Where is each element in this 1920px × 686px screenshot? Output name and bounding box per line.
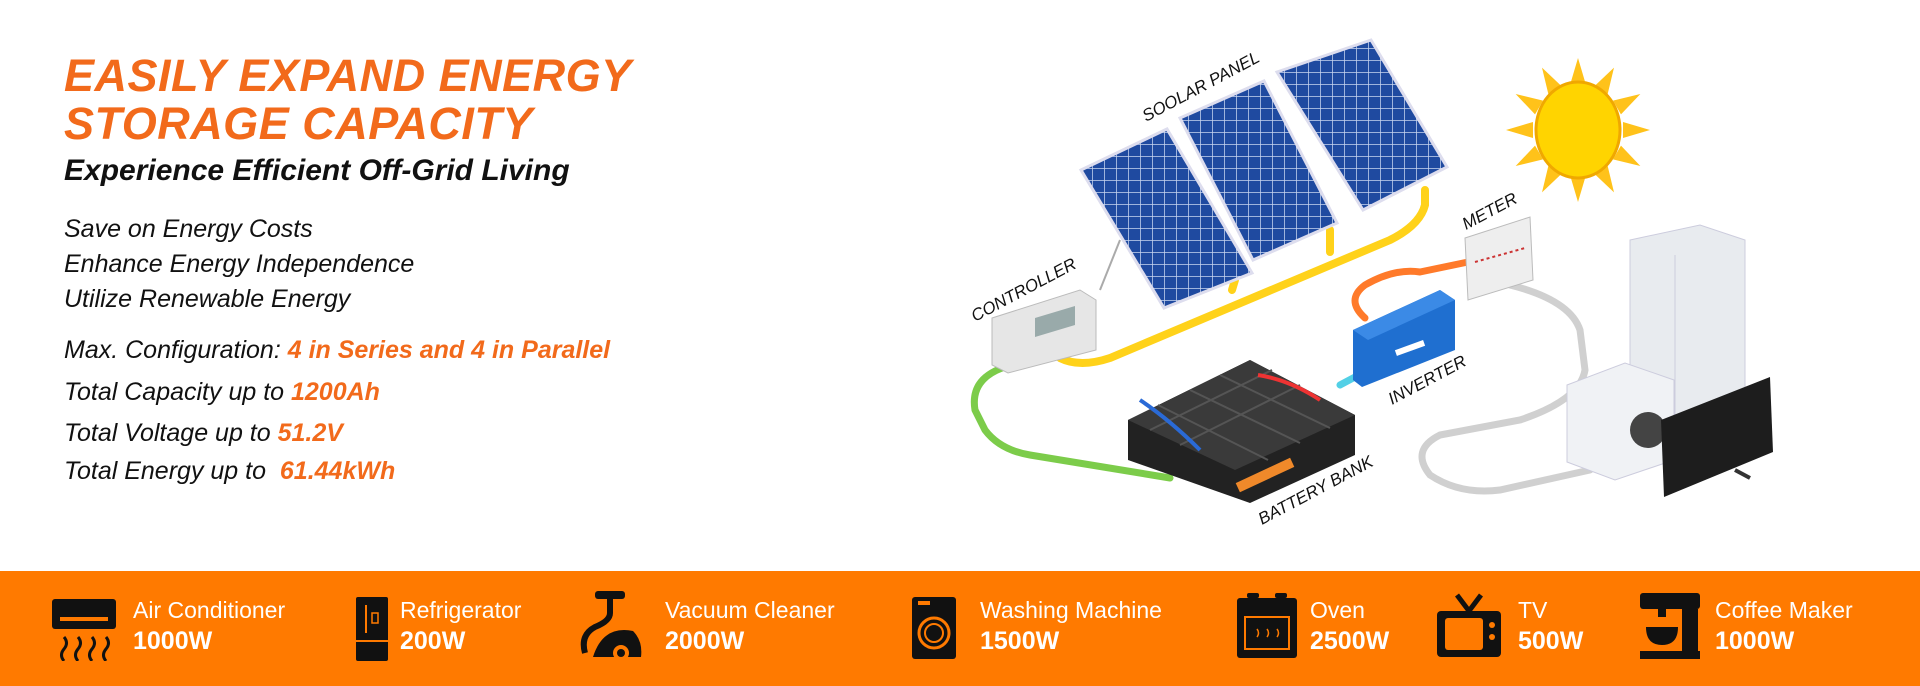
meter-device [1464,216,1534,301]
washing-machine-illustration [1566,362,1675,481]
appliance-name: Coffee Maker [1715,597,1853,623]
appliance-name: Washing Machine [980,597,1162,623]
appliance-power: 2500W [1310,627,1390,655]
appliance-name: Vacuum Cleaner [665,597,835,623]
sun-icon [1506,58,1650,202]
appliance-name: Oven [1310,597,1365,623]
coffee-maker-icon [1640,593,1700,659]
benefit: Enhance Energy Independence [64,250,415,278]
appliance-power: 500W [1518,627,1584,655]
spec-value: 51.2V [277,419,343,447]
spec-label: Total Energy up to [64,457,280,485]
appliance-power: 2000W [665,627,745,655]
tv-illustration [1661,377,1773,497]
benefit: Save on Energy Costs [64,215,313,243]
solar-panel [1078,127,1255,310]
appliance-power: 1000W [133,627,213,655]
solar-panel [1274,38,1450,212]
battery-bank [1128,360,1355,503]
spec-value: 4 in Series and 4 in Parallel [287,336,611,364]
appliance-name: TV [1518,597,1548,623]
air-conditioner-icon [52,599,116,661]
appliance-name: Air Conditioner [133,597,286,623]
subtitle: Experience Efficient Off-Grid Living [64,154,570,187]
spec-label: Max. Configuration: [64,336,288,364]
spec-label: Total Capacity up to [64,378,291,406]
solar-panel [1177,79,1340,262]
appliance-power: 1500W [980,627,1060,655]
benefit: Utilize Renewable Energy [64,285,351,313]
spec-total-energy: Total Energy up to 61.44kWh [64,457,395,486]
tv-icon [1437,593,1501,657]
vacuum-cleaner-icon [580,591,642,661]
cables [970,186,1594,495]
spec-value: 61.44kWh [279,457,396,485]
washing-machine-icon [912,597,956,659]
controller-device [991,289,1097,374]
spec-label: Total Voltage up to [64,419,278,447]
oven-icon [1237,593,1297,658]
appliance-power-bar: Air Conditioner 1000W Refrigerator 200W … [0,571,1920,686]
refrigerator-icon [356,597,388,661]
spec-max-configuration: Max. Configuration: 4 in Series and 4 in… [64,336,610,365]
headline-line-2: STORAGE CAPACITY [64,98,533,149]
appliance-name: Refrigerator [400,597,522,623]
appliance-power: 1000W [1715,627,1795,655]
solar-panels [1078,38,1450,310]
spec-total-capacity: Total Capacity up to 1200Ah [64,378,380,407]
solar-system-diagram: SOOLAR PANEL CONTROLLER METER INVERTER B… [968,38,1773,529]
appliance-power: 200W [400,627,466,655]
spec-value: 1200Ah [291,378,380,406]
spec-total-voltage: Total Voltage up to 51.2V [64,419,343,448]
inverter-device [1353,290,1455,387]
headline-line-1: EASILY EXPAND ENERGY [64,50,632,101]
